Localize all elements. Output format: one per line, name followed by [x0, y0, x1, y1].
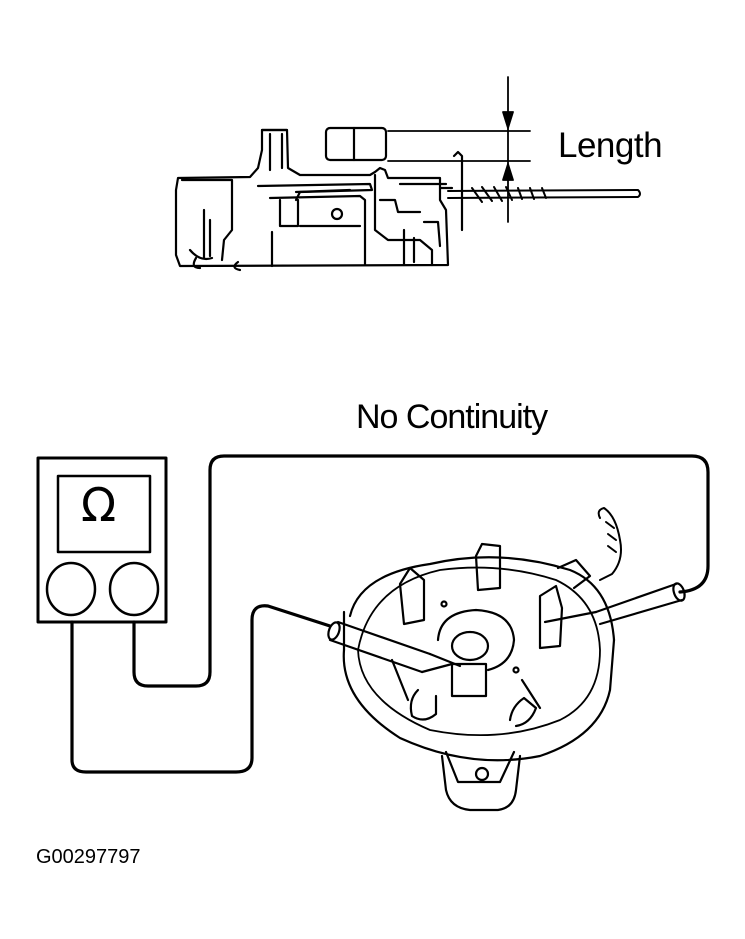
- no-continuity-label: No Continuity: [356, 398, 548, 436]
- length-label: Length: [558, 126, 663, 165]
- ohm-symbol-icon: Ω: [81, 478, 117, 532]
- brush-pigtail: [599, 508, 621, 580]
- length-dimension: [388, 77, 530, 222]
- test-leads: [72, 456, 708, 772]
- probe-right: [545, 582, 687, 624]
- brush-holder-assembly: [344, 544, 614, 810]
- figure-id: G00297797: [36, 846, 141, 868]
- brush-holder-side-view: [176, 128, 462, 270]
- ohmmeter: [38, 458, 166, 622]
- lead-wire: [448, 187, 640, 202]
